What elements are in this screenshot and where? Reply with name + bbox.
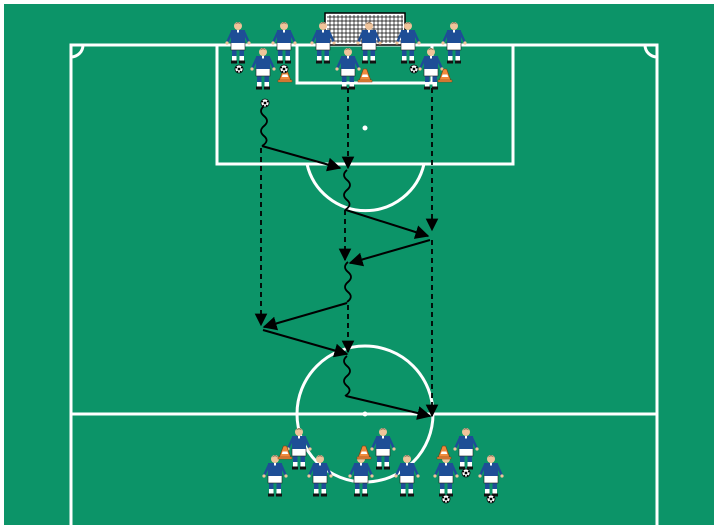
ball-icon: [235, 65, 243, 73]
center-spot: [363, 412, 368, 417]
ball-icon: [462, 469, 470, 477]
ball-icon: [487, 495, 495, 503]
ball-icon: [442, 495, 450, 503]
ball-icon: [410, 65, 418, 73]
ball-icon: [280, 65, 288, 73]
ball-icon: [261, 99, 269, 107]
penalty-spot: [363, 126, 368, 131]
